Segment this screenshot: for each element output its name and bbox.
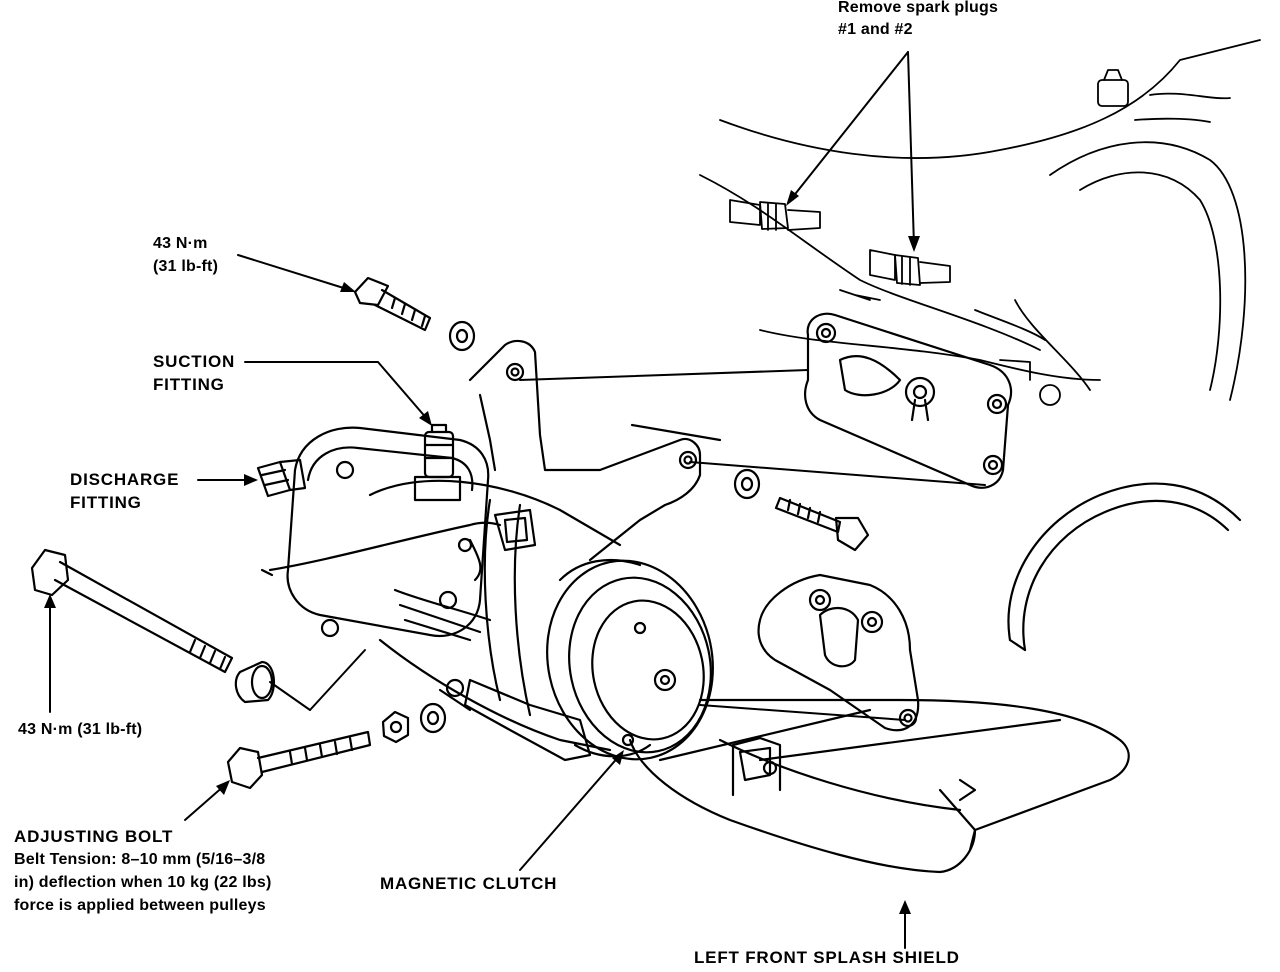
ac-compressor (260, 426, 622, 762)
arrow-discharge (244, 474, 258, 486)
magnetic-clutch-pulley (546, 558, 714, 761)
discharge-fitting (256, 458, 307, 498)
adjusting-bolt-part (226, 702, 447, 790)
arrowheads (44, 190, 920, 914)
discharge-fitting-label-line1: DISCHARGE (70, 470, 180, 489)
arrow-spark-plug-2 (908, 236, 920, 252)
engine-block (699, 39, 1261, 406)
adjusting-bolt-note-line2: in) deflection when 10 kg (22 lbs) (14, 874, 272, 891)
arrow-magnetic-clutch (612, 750, 624, 765)
arrow-splash-shield (899, 900, 911, 914)
torque-bottom-label: 43 N·m (31 lb-ft) (18, 721, 143, 738)
magnetic-clutch-label: MAGNETIC CLUTCH (380, 874, 558, 893)
torque-top-label-line2: (31 lb-ft) (153, 258, 219, 275)
drive-belt (1007, 482, 1242, 652)
discharge-fitting-label-line2: FITTING (70, 493, 142, 512)
arrow-suction (419, 411, 432, 426)
suction-fitting (413, 423, 462, 502)
torque-top-label-line1: 43 N·m (153, 235, 208, 252)
long-through-bolt (30, 548, 276, 704)
suction-fitting-label-line2: FITTING (153, 375, 225, 394)
arrow-torque-top (340, 282, 356, 292)
adjusting-bolt-title: ADJUSTING BOLT (14, 827, 174, 846)
adjusting-bolt-note-line1: Belt Tension: 8–10 mm (5/16–3/8 (14, 851, 266, 868)
spark-plugs-label-line1: Remove spark plugs (838, 0, 999, 16)
lower-mount-bracket (757, 573, 920, 732)
splash-shield (628, 698, 1130, 874)
bracket-bolt-top (353, 276, 476, 352)
suction-fitting-label-line1: SUCTION (153, 352, 236, 371)
splash-shield-label: LEFT FRONT SPLASH SHIELD (694, 948, 960, 967)
leader-lines (49, 51, 986, 949)
adjusting-bolt-note-line3: force is applied between pulleys (14, 897, 266, 914)
arrow-adjusting-bolt (216, 780, 230, 795)
arrow-spark-plug-1 (786, 190, 799, 206)
upper-mount-bracket (804, 312, 1013, 489)
compressor-bracket (468, 339, 722, 562)
arrow-torque-bottom (44, 594, 56, 608)
spark-plugs-label-line2: #1 and #2 (838, 21, 913, 38)
bracket-bolt-right (733, 468, 870, 552)
